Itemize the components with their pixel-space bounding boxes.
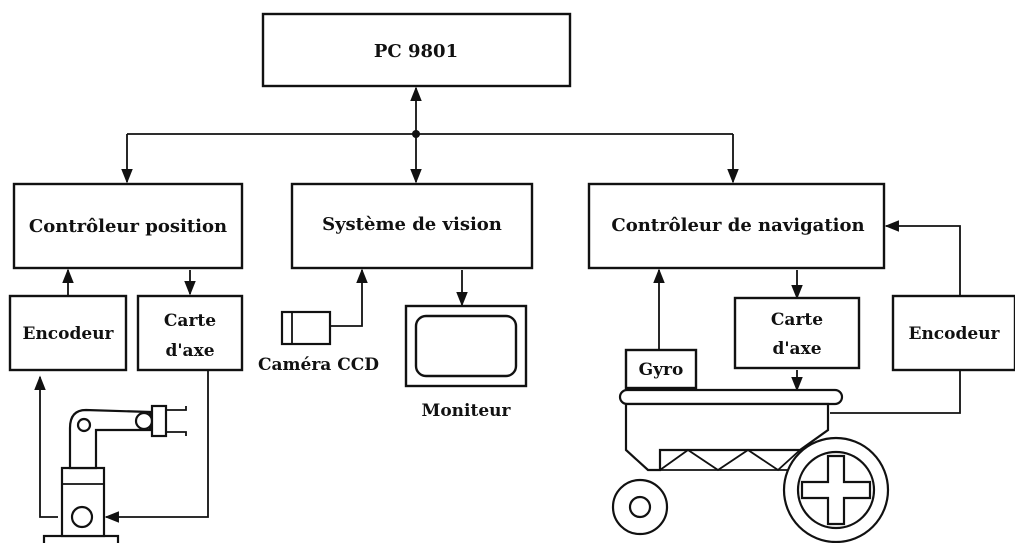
axis-card-right-label-line2: d'axe [772,339,821,359]
vision-system-block: Système de vision [290,182,534,270]
ccd-camera-icon [280,310,332,346]
ccd-camera-label: Caméra CCD [258,355,379,375]
pc-label: PC 9801 [374,41,458,62]
encoder-right-label: Encodeur [908,324,1000,344]
axis-card-left-block: Carte d'axe [136,294,244,372]
axis-card-right-block: Carte d'axe [733,296,861,370]
position-controller-block: Contrôleur position [12,182,244,270]
axis-card-right-label-line1: Carte [771,310,823,330]
robot-arm-icon [42,404,187,543]
encoder-left-label: Encodeur [22,324,114,344]
camera-to-vision-system [330,268,368,327]
vision-system-label: Système de vision [322,214,502,235]
axis-card-to-robot-arm [104,370,209,523]
cart-to-encoder [830,370,961,414]
encoder-right-block: Encodeur [891,294,1015,372]
navigation-controller-block: Contrôleur de navigation [587,182,886,270]
encoder-left-block: Encodeur [8,294,128,372]
pc-block: PC 9801 [261,12,572,88]
position-controller-label: Contrôleur position [29,216,227,237]
gyro-label: Gyro [639,360,684,380]
gyro-block: Gyro [624,348,698,390]
monitor-label: Moniteur [422,401,512,421]
axis-card-left-label-line1: Carte [164,311,216,331]
monitor-icon [404,304,528,388]
robot-arm-to-encoder [34,375,58,518]
encoder-to-navigation-controller [884,220,961,296]
mobile-cart-icon [611,388,890,543]
connectors [34,86,961,523]
navigation-controller-label: Contrôleur de navigation [611,215,864,236]
axis-card-left-label-line2: d'axe [165,341,214,361]
